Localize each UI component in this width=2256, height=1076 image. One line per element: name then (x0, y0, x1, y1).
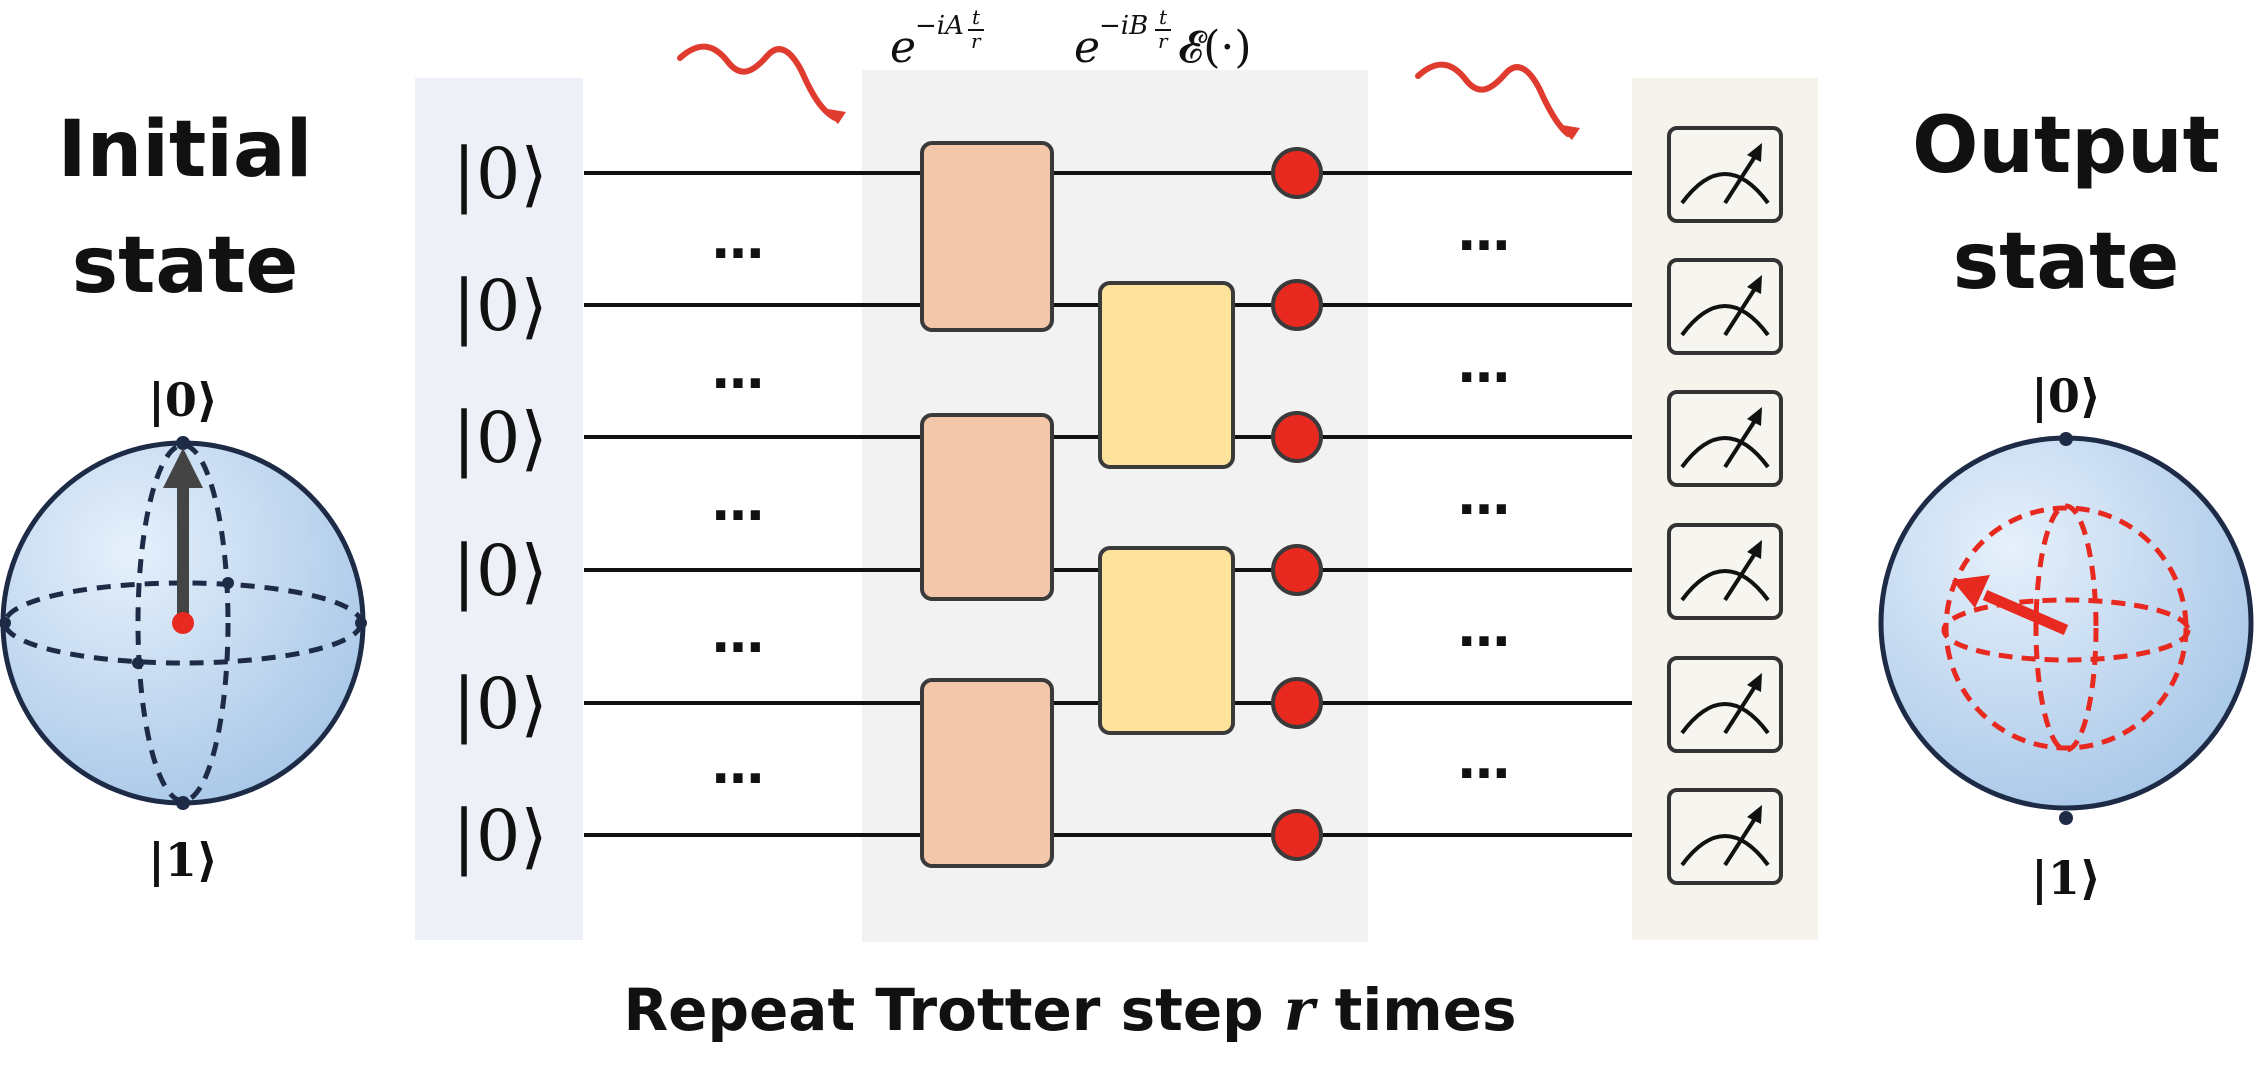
noise-dot (1271, 544, 1323, 596)
ellipsis: … (712, 473, 764, 533)
trotter-operator-formula: e −iA t r e −iB t r 𝓔(·) (890, 5, 1252, 73)
noise-wave-left (677, 43, 846, 124)
noisy-state-vector (1982, 589, 2069, 636)
output-bloch-sphere (1878, 432, 2254, 825)
svg-text:−iA: −iA (915, 11, 964, 41)
ellipsis-left: … … … … … (712, 211, 764, 796)
noise-dot (1271, 411, 1323, 463)
ket-zero-label: |0⟩ (452, 795, 547, 877)
gate-a (920, 141, 1054, 332)
caption-suffix: times (1314, 976, 1517, 1044)
repeat-caption: Repeat Trotter step r times (560, 976, 1580, 1044)
noise-channel-dots (1271, 147, 1323, 861)
ket-zero-label: |0⟩ (452, 265, 547, 347)
noisy-state-vector-arrowhead (1952, 575, 1990, 608)
initial-sphere-top-label: |0⟩ (148, 373, 218, 427)
ket-labels: |0⟩ |0⟩ |0⟩ |0⟩ |0⟩ |0⟩ (452, 133, 547, 877)
measurement-meter-icon (1667, 390, 1783, 487)
gates-b (1098, 281, 1235, 735)
svg-text:r: r (971, 29, 982, 53)
state-vector-arrowhead (163, 448, 203, 488)
noise-dot (1271, 147, 1323, 199)
ellipsis-right: … … … … … (1458, 203, 1510, 791)
noise-dot (1271, 677, 1323, 729)
ellipsis: … (712, 736, 764, 796)
output-state-title-line1: Output (1912, 101, 2220, 191)
svg-text:−iB: −iB (1099, 11, 1148, 41)
output-sphere-bottom-label: |1⟩ (2031, 851, 2101, 905)
ellipsis: … (1458, 467, 1510, 527)
measurement-meter-icon (1667, 656, 1783, 753)
ellipsis: … (1458, 335, 1510, 395)
ellipsis: … (1458, 599, 1510, 659)
svg-text:e: e (890, 22, 916, 73)
measurement-meter-icon (1667, 788, 1783, 885)
initial-state-title: Initial state (40, 92, 330, 324)
ket-zero-label: |0⟩ (452, 397, 547, 479)
measurement-meters (1667, 126, 1783, 885)
output-sphere-top-label: |0⟩ (2031, 369, 2101, 423)
ellipsis: … (1458, 203, 1510, 263)
noise-dot (1271, 809, 1323, 861)
gate-b (1098, 546, 1235, 735)
measurement-meter-icon (1667, 523, 1783, 620)
ket-zero-label: |0⟩ (452, 133, 547, 215)
gates-a (920, 141, 1054, 868)
initial-state-title-line1: Initial (57, 105, 313, 195)
ket-zero-label: |0⟩ (452, 530, 547, 612)
output-state-title: Output state (1896, 88, 2236, 320)
ellipsis: … (1458, 731, 1510, 791)
measurement-meter-icon (1667, 258, 1783, 355)
svg-text:e: e (1074, 22, 1100, 73)
svg-text:t: t (1159, 5, 1168, 29)
caption-prefix: Repeat Trotter step (623, 976, 1284, 1044)
caption-variable: r (1283, 976, 1315, 1044)
noise-dot (1271, 279, 1323, 331)
gate-b (1098, 281, 1235, 469)
svg-text:t: t (972, 5, 981, 29)
ket-zero-label: |0⟩ (452, 663, 547, 745)
gate-a (920, 413, 1054, 601)
gate-a (920, 678, 1054, 868)
svg-text:r: r (1158, 29, 1169, 53)
ellipsis: … (712, 605, 764, 665)
qubit-register-panel (415, 78, 583, 940)
measurement-meter-icon (1667, 126, 1783, 223)
ellipsis: … (712, 341, 764, 401)
output-state-title-line2: state (1952, 217, 2180, 307)
initial-state-title-line2: state (71, 221, 299, 311)
initial-bloch-sphere (0, 436, 367, 810)
svg-text:𝓔(·): 𝓔(·) (1178, 22, 1252, 73)
noise-wave-right (1415, 61, 1580, 140)
ellipsis: … (712, 211, 764, 271)
initial-sphere-bottom-label: |1⟩ (148, 833, 218, 887)
